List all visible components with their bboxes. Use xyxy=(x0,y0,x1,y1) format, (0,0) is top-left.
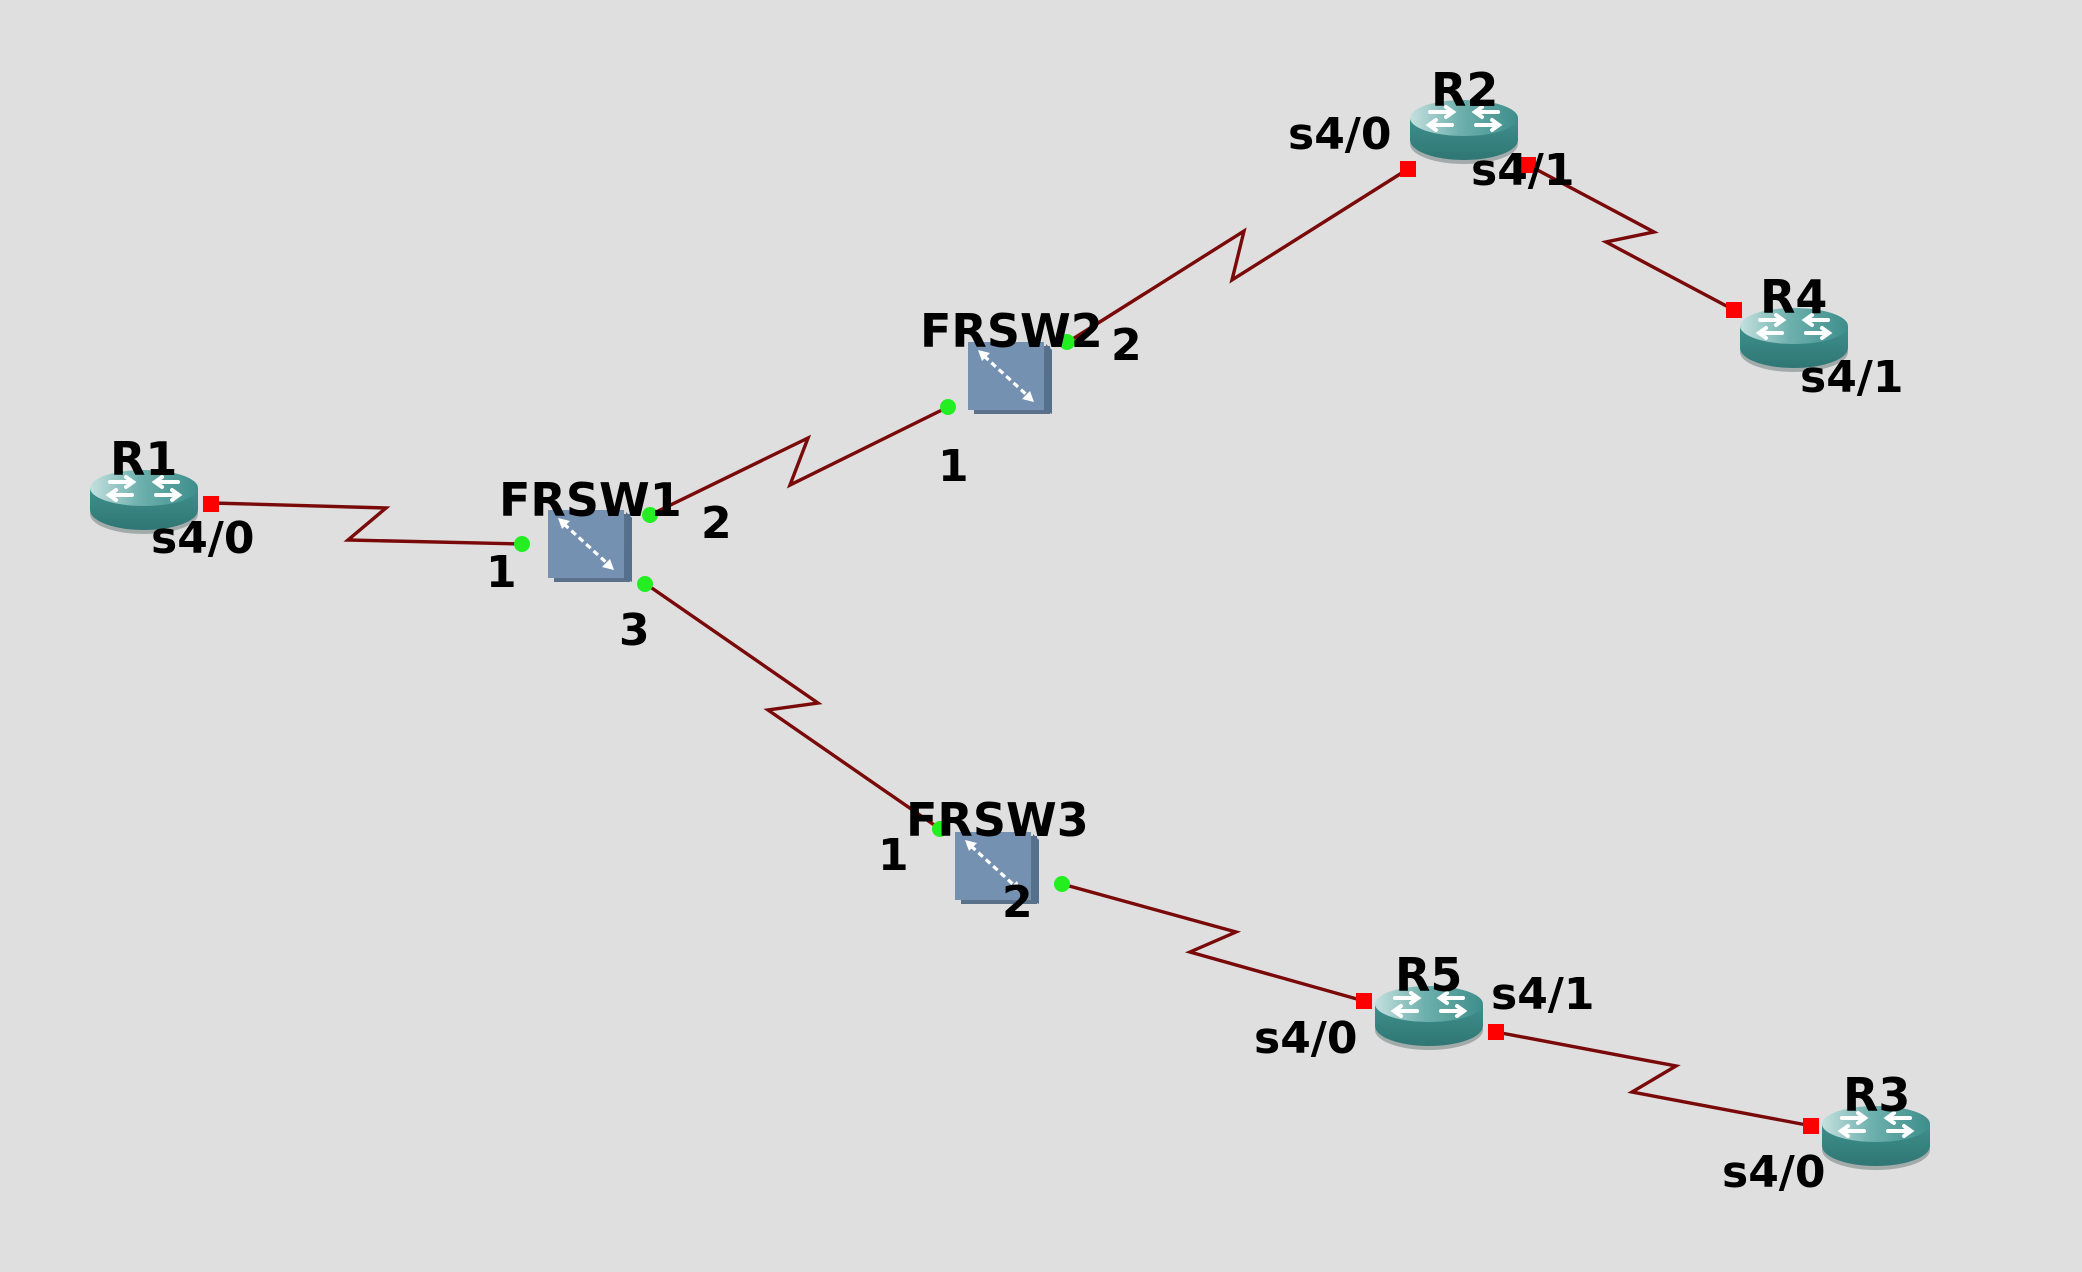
port-label-r5-s4-0: s4/0 xyxy=(1254,1013,1358,1064)
frsw3-label[interactable]: FRSW3 xyxy=(906,793,1089,847)
link-frsw1-frsw2 xyxy=(649,405,949,517)
link-r2-r4 xyxy=(1527,163,1735,312)
port-label-r1-s4-0: s4/0 xyxy=(151,513,255,564)
port-marker-r2-s4-0 xyxy=(1400,161,1416,177)
frsw1-label[interactable]: FRSW1 xyxy=(499,473,682,527)
port-marker-frsw3-1 xyxy=(932,821,948,837)
port-marker-frsw1-1 xyxy=(514,536,530,552)
port-label-r5-s4-1: s4/1 xyxy=(1491,969,1595,1020)
router-r5-label[interactable]: R5 xyxy=(1395,948,1462,1002)
router-r4-label[interactable]: R4 xyxy=(1760,270,1827,324)
port-marker-frsw1-2 xyxy=(642,507,658,523)
port-marker-r2-s4-1 xyxy=(1520,157,1536,173)
port-label-frsw1-3: 3 xyxy=(619,605,650,656)
port-marker-r4-s4-1 xyxy=(1726,302,1742,318)
port-label-frsw3-2: 2 xyxy=(1002,877,1033,928)
port-label-frsw2-1: 1 xyxy=(938,441,969,492)
port-label-r3-s4-0: s4/0 xyxy=(1722,1147,1826,1198)
frsw2-label[interactable]: FRSW2 xyxy=(920,304,1103,358)
router-r3-label[interactable]: R3 xyxy=(1843,1068,1910,1122)
router-r2-label[interactable]: R2 xyxy=(1431,63,1498,117)
port-marker-frsw2-2 xyxy=(1059,334,1075,350)
port-labels: s4/0 1 2 1 3 1 2 s4/0 s4/1 s4/1 2 s4/0 s… xyxy=(151,109,1904,1198)
port-marker-frsw3-2 xyxy=(1054,876,1070,892)
node-labels: R1 R2 R4 R5 R3 FRSW1 FRSW2 FRSW3 xyxy=(110,63,1910,1122)
port-label-frsw1-1: 1 xyxy=(486,547,517,598)
port-marker-r3-s4-0 xyxy=(1803,1118,1819,1134)
links-layer xyxy=(211,163,1813,1128)
port-marker-frsw2-1 xyxy=(940,399,956,415)
router-ports xyxy=(203,157,1819,1134)
link-frsw2-r2 xyxy=(1067,167,1409,344)
link-r1-frsw1 xyxy=(211,501,523,546)
port-label-frsw3-1: 1 xyxy=(878,830,909,881)
port-marker-r5-s4-1 xyxy=(1488,1024,1504,1040)
port-label-frsw1-2: 2 xyxy=(701,498,732,549)
port-label-r4-s4-1: s4/1 xyxy=(1800,352,1904,403)
switch-ports xyxy=(514,334,1075,892)
link-frsw1-frsw3 xyxy=(645,582,941,831)
router-r1-label[interactable]: R1 xyxy=(110,432,177,486)
port-label-frsw2-2: 2 xyxy=(1111,320,1142,371)
port-marker-frsw1-3 xyxy=(637,576,653,592)
port-label-r2-s4-1: s4/1 xyxy=(1471,145,1575,196)
link-r5-r3 xyxy=(1495,1030,1813,1128)
port-marker-r1-s4-0 xyxy=(203,496,219,512)
link-frsw3-r5 xyxy=(1061,882,1365,1003)
port-label-r2-s4-0: s4/0 xyxy=(1288,109,1392,160)
port-marker-r5-s4-0 xyxy=(1356,993,1372,1009)
